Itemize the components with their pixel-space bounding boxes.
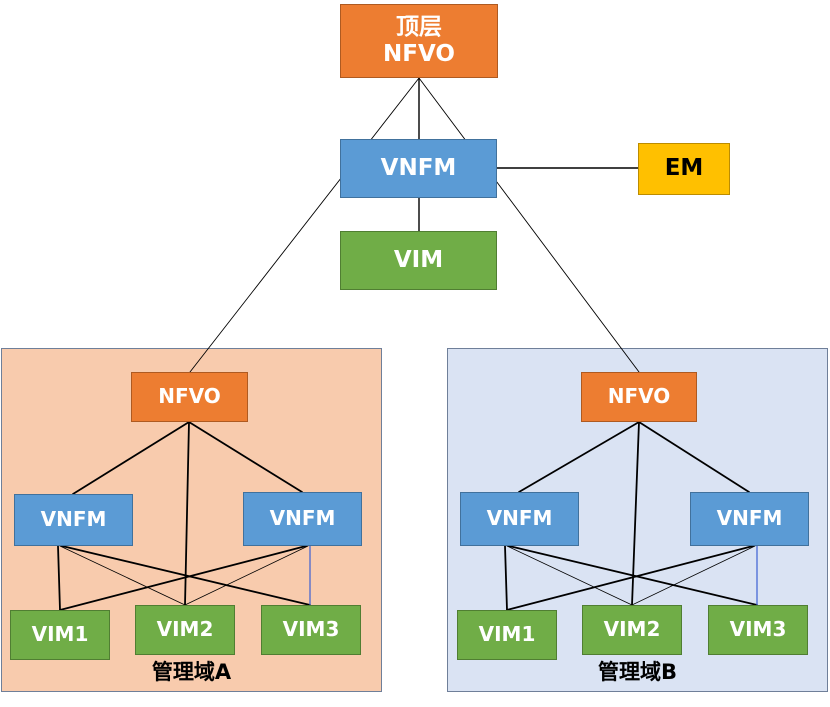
em-node: EM: [638, 143, 730, 195]
link-a-vnfm1-vim3: [61, 545, 311, 606]
link-a-nfvo-vnfm1: [72, 421, 190, 495]
domain-a-vim3-label: VIM3: [282, 617, 340, 642]
domain-b-nfvo-node: NFVO: [581, 372, 697, 422]
link-b-vnfm1-vim2: [506, 545, 633, 606]
domain-b-vnfm-2-label: VNFM: [716, 506, 783, 531]
top-nfvo-label-line1: 顶层: [396, 13, 442, 40]
domain-b-nfvo-label: NFVO: [607, 384, 671, 409]
em-label: EM: [664, 155, 704, 182]
domain-b-vim2-node: VIM2: [582, 605, 682, 655]
link-a-vnfm2-vim1: [59, 545, 307, 611]
link-a-vnfm1-vim2: [59, 545, 186, 606]
link-a-nfvo-vnfm2: [188, 421, 303, 493]
link-b-vnfm2-vim1: [506, 545, 754, 611]
domain-b-vnfm-2-node: VNFM: [690, 492, 809, 546]
top-vnfm-label: VNFM: [380, 154, 457, 181]
top-vnfm-node: VNFM: [340, 139, 497, 198]
link-b-vnfm1-vim1: [504, 545, 508, 611]
domain-b-vim2-label: VIM2: [603, 617, 661, 642]
link-a-vnfm1-vim1: [57, 545, 61, 611]
domain-b-vnfm-1-node: VNFM: [460, 492, 579, 546]
domain-b-vnfm-1-label: VNFM: [486, 506, 553, 531]
top-vim-node: VIM: [340, 231, 497, 290]
domain-b-label: 管理域B: [597, 660, 677, 684]
domain-a-vnfm-1-node: VNFM: [14, 494, 133, 546]
domain-a-nfvo-node: NFVO: [131, 372, 248, 422]
link-b-nfvo-vim2: [631, 421, 640, 606]
top-nfvo-label-line2: NFVO: [383, 41, 455, 67]
domain-a-vnfm-2-label: VNFM: [269, 506, 336, 531]
top-nfvo-node: 顶层 NFVO: [340, 4, 498, 78]
domain-b-vim3-node: VIM3: [708, 605, 808, 655]
domain-b-vim3-label: VIM3: [729, 617, 787, 642]
link-top-nfvo-domain-a: [189, 77, 420, 373]
domain-a-vim1-node: VIM1: [10, 610, 110, 660]
domain-b-vim1-node: VIM1: [457, 610, 557, 660]
domain-a-nfvo-label: NFVO: [158, 384, 221, 409]
domain-a-vnfm-1-label: VNFM: [40, 507, 107, 532]
domain-a-vnfm-2-node: VNFM: [243, 492, 362, 546]
link-b-vnfm2-vim2: [631, 545, 756, 606]
link-b-vnfm1-vim3: [508, 545, 758, 606]
link-a-vnfm2-vim2: [184, 545, 309, 606]
link-b-nfvo-vnfm2: [638, 421, 750, 493]
domain-b-vim1-label: VIM1: [478, 622, 536, 647]
link-top-nfvo-domain-b: [418, 77, 640, 373]
domain-a-vim2-label: VIM2: [156, 617, 214, 642]
domain-a-label: 管理域A: [151, 660, 232, 684]
link-b-nfvo-vnfm1: [518, 421, 640, 493]
domain-a-vim2-node: VIM2: [135, 605, 235, 655]
domain-a-vim3-node: VIM3: [261, 605, 361, 655]
top-vim-label: VIM: [393, 246, 444, 273]
domain-a-vim1-label: VIM1: [31, 622, 89, 647]
